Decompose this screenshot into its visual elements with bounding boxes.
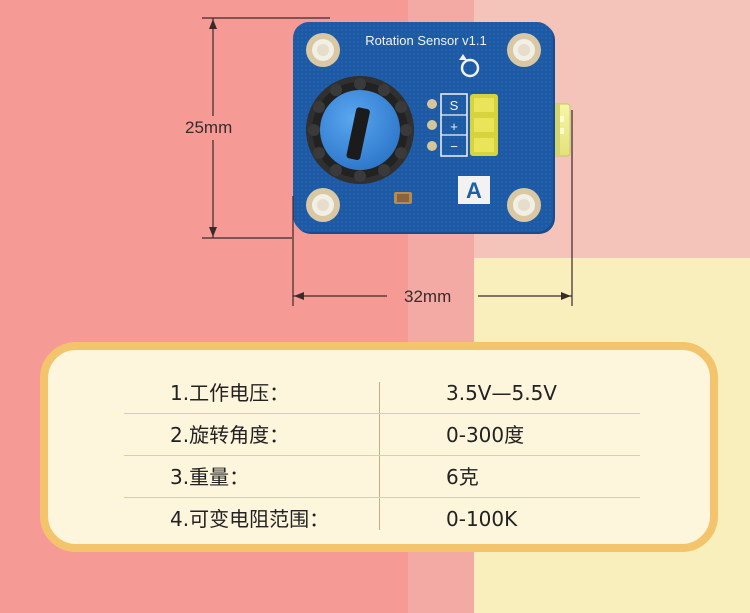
spec-row-weight: 3.重量： 6克 [124,456,640,498]
spec-table: 1.工作电压： 3.5V—5.5V 2.旋转角度： 0-300度 3.重量： 6… [124,372,640,540]
width-dimension-label: 32mm [404,287,452,306]
spec-row-voltage: 1.工作电压： 3.5V—5.5V [124,372,640,414]
mounting-holes [306,33,541,222]
spec-label: 1.工作电压： [170,381,290,405]
pin-label-plus: + [450,119,458,134]
spec-value: 6克 [446,465,479,489]
rotation-sensor-module-image: Rotation Sensor v1.1 S + − [202,17,573,306]
spec-label: 2.旋转角度： [170,423,290,447]
pin-label-signal: S [450,98,459,113]
spec-row-resistance: 4.可变电阻范围： 0-100K [124,498,640,540]
rotation-symbol-icon [459,54,480,78]
brand-logo-icon: A [458,176,490,204]
pin-label-minus: − [450,139,458,154]
solder-pads [427,99,437,151]
spec-panel: 1.工作电压： 3.5V—5.5V 2.旋转角度： 0-300度 3.重量： 6… [40,342,718,552]
pin-label-box: S + − [440,93,468,157]
smd-component [394,192,412,204]
potentiometer-knob [306,76,414,184]
spec-row-rotation-angle: 2.旋转角度： 0-300度 [124,414,640,456]
board-title: Rotation Sensor v1.1 [365,33,486,48]
column-divider [379,382,380,530]
height-dimension-label: 25mm [185,116,233,140]
spec-label: 3.重量： [170,465,250,489]
dimension-lines [202,17,573,306]
spec-label: 4.可变电阻范围： [170,507,330,531]
svg-text:A: A [466,178,482,203]
spec-value: 3.5V—5.5V [446,381,557,405]
spec-value: 0-300度 [446,423,525,447]
header-pins [470,94,498,156]
spec-value: 0-100K [446,507,518,531]
